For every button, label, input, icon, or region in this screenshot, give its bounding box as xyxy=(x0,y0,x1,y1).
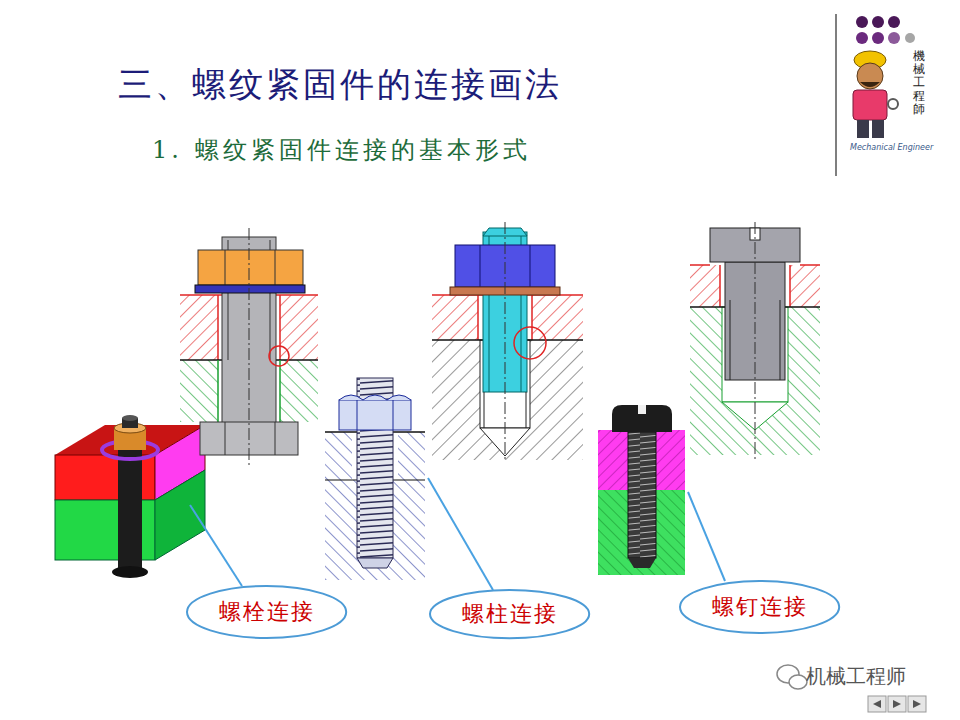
watermark-icon xyxy=(777,665,807,689)
watermark-box: 机械工程师 xyxy=(806,664,906,688)
stud-section-large xyxy=(432,222,583,462)
logo-part xyxy=(853,90,887,120)
stud-section-large-part xyxy=(530,245,531,287)
callout-ellipse: 螺钉连接 xyxy=(678,579,841,635)
logo-part xyxy=(905,33,915,43)
stud-section-large-part xyxy=(484,392,485,428)
bolt-section xyxy=(180,228,318,468)
nav-button-part xyxy=(913,700,921,708)
bolt-3d-view-part xyxy=(112,566,148,578)
logo-part xyxy=(888,32,900,44)
callout-text-group: 螺栓连接 xyxy=(219,599,315,625)
logo-part xyxy=(888,99,898,109)
nav-button-part xyxy=(873,700,881,708)
stud-section-part xyxy=(339,400,411,430)
stud-section-part xyxy=(357,400,358,430)
bolt-section-part xyxy=(225,250,226,285)
nav-button-part xyxy=(893,700,901,708)
screw-section-small-part xyxy=(628,432,656,558)
nav-button xyxy=(868,696,926,712)
logo-text-box: 機械工程師 xyxy=(913,50,925,116)
logo-part xyxy=(860,82,880,87)
watermark-icon-part xyxy=(789,675,807,689)
bolt-section-part xyxy=(195,285,305,293)
screw-section-part xyxy=(719,265,721,307)
callout-label: 螺柱连接 xyxy=(462,601,558,627)
bolt-section-part xyxy=(275,250,276,285)
stud-section-large-part xyxy=(526,392,527,428)
screw-section-small-part xyxy=(638,405,646,414)
bolt-3d-view-part xyxy=(122,415,138,421)
screw-section-part xyxy=(690,264,710,266)
logo-part xyxy=(856,16,868,28)
logo-part xyxy=(872,32,884,44)
nav-button-part xyxy=(888,696,906,712)
bolt-section-part xyxy=(217,295,219,360)
bolt-section-part xyxy=(275,422,276,455)
screw-section-small xyxy=(598,405,685,575)
ellipse-shape xyxy=(187,586,346,638)
title-box: 三、螺纹紧固件的连接画法 xyxy=(118,64,562,105)
nav-button-part xyxy=(868,696,886,712)
logo-caption-box: Mechanical Engineer xyxy=(850,143,933,153)
screw-section-small-part xyxy=(628,558,656,568)
callout-label: 螺栓连接 xyxy=(219,599,315,625)
logo-part xyxy=(856,32,868,44)
logo-part xyxy=(872,120,884,138)
nav-button-part xyxy=(908,696,926,712)
bolt-section-part xyxy=(198,250,303,285)
bolt-section-part xyxy=(269,346,289,366)
leader-line-part xyxy=(688,492,725,581)
screw-section-part xyxy=(730,300,731,380)
bolt-section-part xyxy=(279,360,281,422)
stud-section-part xyxy=(393,400,394,430)
logo-part xyxy=(835,14,837,176)
screw-section xyxy=(690,222,820,460)
callout-text-group: 螺钉连接 xyxy=(712,594,808,620)
watermark: 机械工程师 xyxy=(806,664,906,688)
logo-part xyxy=(857,63,883,89)
stud-section xyxy=(325,378,425,580)
stud-section-large-part xyxy=(480,245,481,287)
stud-section-large-part xyxy=(531,295,533,340)
stud-section-large-part xyxy=(477,295,479,340)
screw-section-part xyxy=(780,300,781,380)
bolt-3d-view xyxy=(55,415,205,578)
logo-part xyxy=(857,120,869,138)
leader-line-part xyxy=(428,478,493,590)
bolt-section-part xyxy=(217,360,219,422)
logo-text: 機械工程師 xyxy=(913,50,925,116)
stud-section-part xyxy=(339,395,411,400)
screw-section-part xyxy=(789,265,791,307)
subtitle: 1. 螺纹紧固件连接的基本形式 xyxy=(152,136,531,165)
stud-section-large-part xyxy=(514,327,546,359)
bolt-section-part xyxy=(225,422,226,455)
stud-section-part xyxy=(357,558,393,568)
bolt-section-part xyxy=(249,228,250,468)
leader-line xyxy=(190,478,725,590)
stud-section-large-part xyxy=(505,222,506,462)
ellipse-shape xyxy=(430,590,589,638)
logo-part xyxy=(888,16,900,28)
slide-title: 三、螺纹紧固件的连接画法 xyxy=(118,64,562,105)
callout-ellipse: 螺栓连接 xyxy=(185,584,348,640)
leader-line-part xyxy=(190,505,242,586)
logo-caption: Mechanical Engineer xyxy=(850,143,933,153)
subtitle-box: 1. 螺纹紧固件连接的基本形式 xyxy=(152,136,531,165)
bolt-section-part xyxy=(279,295,281,360)
callout-ellipse: 螺柱连接 xyxy=(428,588,591,640)
ellipse-shape xyxy=(680,581,839,633)
screw-section-small-part xyxy=(612,405,672,432)
screw-section-part xyxy=(800,264,820,266)
callout-label: 螺钉连接 xyxy=(712,594,808,620)
callout-text-group: 螺柱连接 xyxy=(462,601,558,627)
screw-section-part xyxy=(755,222,756,460)
logo-part xyxy=(872,16,884,28)
